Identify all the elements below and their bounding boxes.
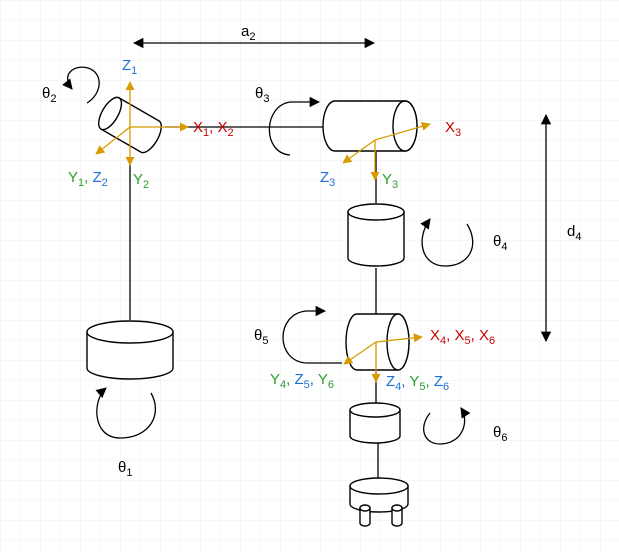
frame1-2-axes bbox=[95, 81, 189, 166]
theta1-label: θ1 bbox=[118, 459, 132, 479]
x3-axis-label: X3 bbox=[445, 119, 461, 139]
theta5-rotation-arrow bbox=[282, 305, 342, 364]
theta4-rotation-arrow bbox=[420, 218, 474, 267]
frame4-5-6-axes bbox=[343, 333, 423, 383]
z4-y5-z6-axis-label: Z4, Y5, Z6 bbox=[386, 373, 449, 393]
d4-label: d4 bbox=[567, 223, 581, 243]
frame3-axes bbox=[342, 121, 431, 181]
theta2-label: θ2 bbox=[42, 85, 56, 105]
theta3-label: θ3 bbox=[255, 85, 269, 105]
x4-x5-x6-axis-label: X4, X5, X6 bbox=[430, 327, 495, 347]
y1-z2-axis-label: Y1, Z2 bbox=[68, 169, 108, 189]
theta6-rotation-arrow bbox=[423, 407, 471, 445]
base-cylinder bbox=[86, 320, 174, 380]
theta2-rotation-arrow bbox=[62, 66, 100, 104]
y4-z5-y6-axis-label: Y4, Z5, Y6 bbox=[270, 371, 334, 391]
joint3-cylinder bbox=[322, 100, 418, 152]
theta1-rotation-arrow bbox=[95, 387, 156, 439]
y2-axis-label: Y2 bbox=[133, 171, 149, 191]
gripper bbox=[349, 477, 409, 527]
theta5-label: θ5 bbox=[254, 327, 268, 347]
y3-axis-label: Y3 bbox=[382, 171, 398, 191]
x1-x2-axis-label: X1, X2 bbox=[193, 119, 234, 139]
theta6-label: θ6 bbox=[493, 424, 507, 444]
a2-label: a2 bbox=[241, 23, 255, 43]
z3-axis-label: Z3 bbox=[320, 169, 335, 189]
joint4-cylinder bbox=[347, 203, 405, 267]
theta3-rotation-arrow bbox=[268, 96, 321, 156]
joint2-tilted-cylinder bbox=[98, 96, 162, 154]
joint6-cylinder bbox=[349, 402, 401, 444]
z1-axis-label: Z1 bbox=[122, 57, 137, 77]
theta4-label: θ4 bbox=[493, 233, 507, 253]
